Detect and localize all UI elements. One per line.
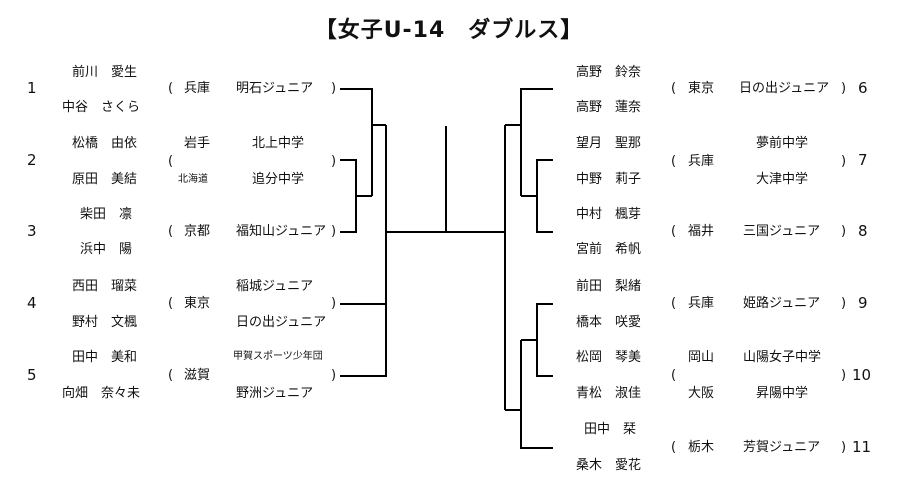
player-name: 中村 楓芽 [576,207,642,222]
club-name: 野洲ジュニア [236,386,314,401]
club-name: 福知山ジュニア [236,224,327,239]
paren-open: ( [168,154,174,169]
paren-open: ( [671,224,677,239]
player-name: 西田 瑠菜 [72,279,138,294]
player-name: 高野 鈴奈 [576,65,642,80]
prefecture: 兵庫 [688,296,715,311]
seed-number: 9 [858,294,868,312]
paren-close: ) [841,296,847,311]
seed-number: 8 [858,222,868,240]
paren-close: ) [841,154,847,169]
club-name: 姫路ジュニア [743,296,821,311]
club-name: 大津中学 [756,172,809,187]
club-name: 日の出ジュニア [739,81,830,96]
paren-close: ) [331,154,337,169]
bracket-line [536,303,553,377]
paren-close: ) [331,224,337,239]
prefecture: 兵庫 [184,81,211,96]
player-name: 宮前 希帆 [576,242,642,257]
bracket-line [340,88,373,196]
bracket-line [520,340,553,449]
club-name: 甲賀スポーツ少年団 [233,351,323,362]
paren-open: ( [671,368,677,383]
paren-close: ) [841,368,847,383]
prefecture: 栃木 [688,440,715,455]
bracket-line [536,159,553,233]
seed-number: 4 [27,294,37,312]
player-name: 田中 美和 [72,350,138,365]
paren-open: ( [671,296,677,311]
prefecture: 兵庫 [688,154,715,169]
club-name: 稲城ジュニア [236,279,314,294]
player-name: 青松 淑佳 [576,386,642,401]
player-name: 前田 梨緒 [576,279,642,294]
player-name: 前川 愛生 [72,65,138,80]
club-name: 山陽女子中学 [743,350,822,365]
club-name: 三国ジュニア [743,224,821,239]
player-name: 向畑 奈々未 [62,386,141,401]
club-name: 追分中学 [252,172,305,187]
seed-number: 11 [852,438,872,456]
seed-number: 3 [27,222,37,240]
club-name: 芳賀ジュニア [743,440,821,455]
club-name: 北上中学 [252,136,305,151]
bracket-line [520,88,553,196]
prefecture: 岩手 [184,136,211,151]
prefecture: 北海道 [178,174,208,185]
prefecture: 福井 [688,224,715,239]
paren-close: ) [331,368,337,383]
player-name: 桑木 愛花 [576,458,642,473]
club-name: 日の出ジュニア [236,315,327,330]
paren-close: ) [331,81,337,96]
club-name: 明石ジュニア [236,81,314,96]
prefecture: 大阪 [688,386,715,401]
paren-open: ( [671,154,677,169]
paren-close: ) [841,440,847,455]
player-name: 野村 文楓 [72,315,138,330]
club-name: 夢前中学 [756,136,809,151]
bracket-line [340,159,357,233]
page-title: 【女子U-14 ダブルス】 [314,18,584,43]
prefecture: 東京 [688,81,715,96]
player-name: 望月 聖那 [576,136,642,151]
prefecture: 京都 [184,224,211,239]
player-name: 原田 美結 [72,172,138,187]
player-name: 浜中 陽 [80,242,133,257]
prefecture: 東京 [184,296,211,311]
player-name: 中野 莉子 [576,172,642,187]
seed-number: 7 [858,151,868,169]
seed-number: 10 [852,366,872,384]
paren-open: ( [168,368,174,383]
paren-close: ) [841,224,847,239]
player-name: 田中 栞 [584,422,637,437]
paren-open: ( [168,224,174,239]
bracket-line [340,303,387,377]
paren-open: ( [168,296,174,311]
seed-number: 1 [27,79,37,97]
seed-number: 2 [27,151,37,169]
paren-close: ) [841,81,847,96]
player-name: 松橋 由依 [72,136,138,151]
prefecture: 滋賀 [184,368,211,383]
player-name: 中谷 さくら [62,100,141,115]
paren-close: ) [331,296,337,311]
seed-number: 6 [858,79,868,97]
player-name: 橋本 咲愛 [576,315,642,330]
player-name: 高野 蓮奈 [576,100,642,115]
player-name: 松岡 琴美 [576,350,642,365]
prefecture: 岡山 [688,350,715,365]
paren-open: ( [671,81,677,96]
paren-open: ( [671,440,677,455]
player-name: 柴田 凛 [80,207,133,222]
club-name: 昇陽中学 [756,386,809,401]
seed-number: 5 [27,366,37,384]
paren-open: ( [168,81,174,96]
